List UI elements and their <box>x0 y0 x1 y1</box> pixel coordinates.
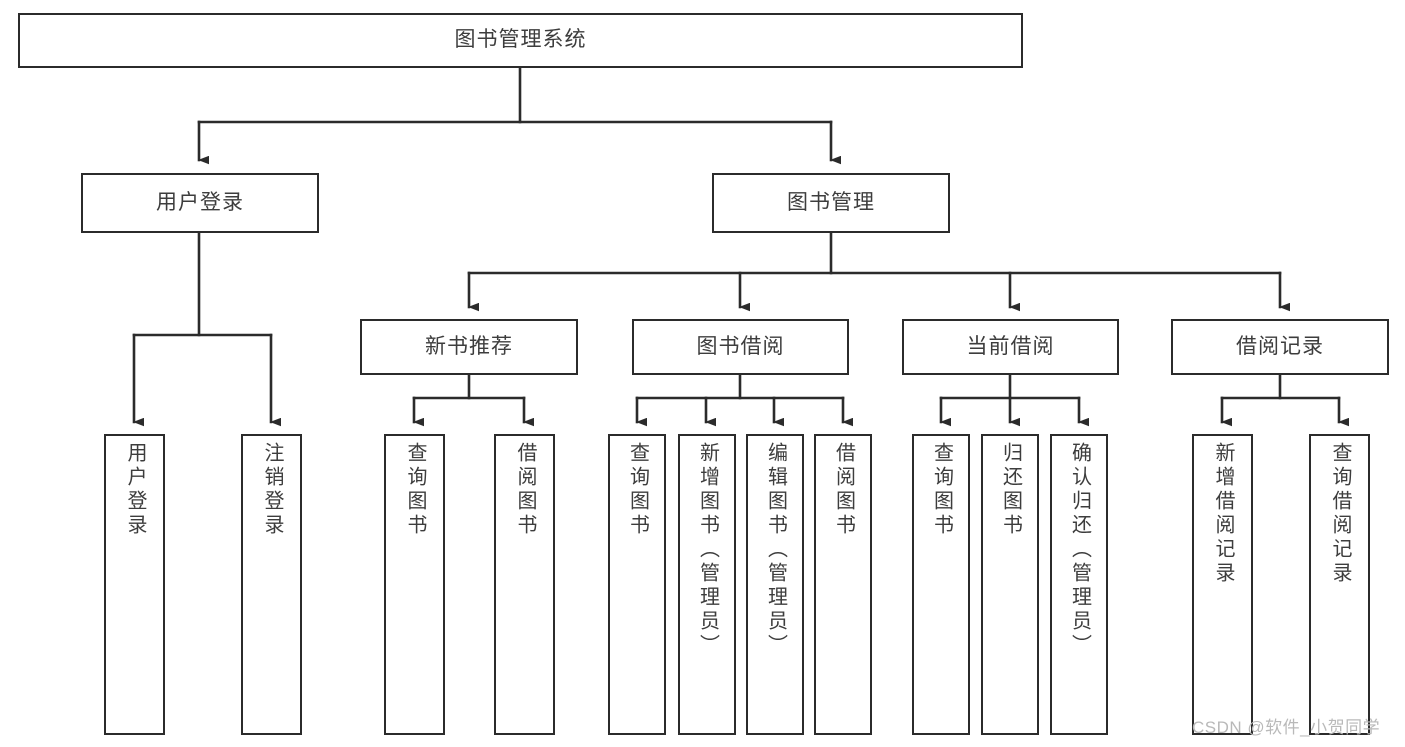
node-label: 当前借阅 <box>966 334 1055 358</box>
node-label: 归还图书 <box>999 442 1022 538</box>
node-leaf-query-book-current[interactable]: 查询图书 <box>912 434 970 735</box>
node-leaf-borrow-book-newbook[interactable]: 借阅图书 <box>494 434 555 735</box>
node-label: 确认归还（管理员） <box>1068 442 1091 658</box>
node-book-borrow[interactable]: 图书借阅 <box>632 319 849 375</box>
node-label: 新书推荐 <box>425 334 513 358</box>
node-leaf-edit-book-admin[interactable]: 编辑图书（管理员） <box>746 434 804 735</box>
node-leaf-return-book[interactable]: 归还图书 <box>981 434 1039 735</box>
node-leaf-add-book-admin[interactable]: 新增图书（管理员） <box>678 434 736 735</box>
node-leaf-query-borrow-record[interactable]: 查询借阅记录 <box>1309 434 1370 735</box>
node-label: 用户登录 <box>124 442 146 538</box>
node-leaf-query-book-borrow[interactable]: 查询图书 <box>608 434 666 735</box>
node-borrow-record[interactable]: 借阅记录 <box>1171 319 1389 375</box>
node-leaf-query-book-newbook[interactable]: 查询图书 <box>384 434 445 735</box>
node-label: 新增借阅记录 <box>1212 442 1234 586</box>
node-root-book-management-system[interactable]: 图书管理系统 <box>18 13 1023 68</box>
node-label: 查询借阅记录 <box>1329 442 1351 586</box>
node-current-borrow[interactable]: 当前借阅 <box>902 319 1119 375</box>
node-label: 新增图书（管理员） <box>696 442 719 658</box>
node-leaf-user-login[interactable]: 用户登录 <box>104 434 165 735</box>
node-leaf-add-borrow-record[interactable]: 新增借阅记录 <box>1192 434 1253 735</box>
node-user-login[interactable]: 用户登录 <box>81 173 319 233</box>
node-label: 图书管理 <box>787 190 875 214</box>
node-label: 借阅图书 <box>514 442 536 538</box>
node-new-book-recommend[interactable]: 新书推荐 <box>360 319 578 375</box>
node-label: 查询图书 <box>930 442 953 538</box>
node-leaf-logout[interactable]: 注销登录 <box>241 434 302 735</box>
node-label: 查询图书 <box>404 442 426 538</box>
node-label: 用户登录 <box>156 190 244 214</box>
node-label: 注销登录 <box>261 442 283 538</box>
node-label: 编辑图书（管理员） <box>764 442 787 658</box>
node-label: 借阅图书 <box>832 442 855 538</box>
node-book-management[interactable]: 图书管理 <box>712 173 950 233</box>
node-label: 借阅记录 <box>1236 334 1324 358</box>
node-leaf-confirm-return-admin[interactable]: 确认归还（管理员） <box>1050 434 1108 735</box>
node-leaf-borrow-book-borrow[interactable]: 借阅图书 <box>814 434 872 735</box>
node-label: 图书管理系统 <box>454 28 587 52</box>
node-label: 查询图书 <box>626 442 649 538</box>
node-label: 图书借阅 <box>696 334 785 358</box>
